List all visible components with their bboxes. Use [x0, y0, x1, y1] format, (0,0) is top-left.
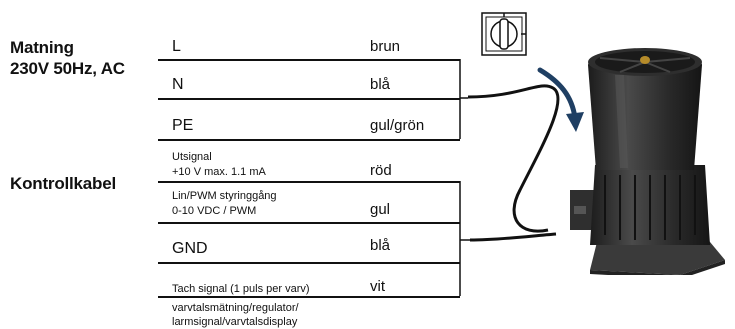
- roof-fan-icon: [570, 48, 725, 275]
- wire-label-out-2: +10 V max. 1.1 mA: [172, 166, 266, 178]
- wire-color-pe: gul/grön: [370, 117, 425, 134]
- wire-label-pwm-2: 0-10 VDC / PWM: [172, 205, 257, 217]
- supply-title-line1: Matning: [10, 38, 74, 57]
- wire-label-out-1: Utsignal: [172, 151, 212, 163]
- supply-cable: [467, 84, 560, 233]
- wire-line-gnd: [158, 262, 460, 264]
- footnote-line2: larmsignal/varvtalsdisplay: [172, 316, 298, 328]
- wire-line-n: [158, 98, 460, 100]
- wire-line-l: [158, 59, 460, 61]
- wire-line-pe: [158, 139, 460, 141]
- rotary-switch-icon: [481, 12, 527, 56]
- wire-color-n: blå: [370, 76, 391, 93]
- wire-line-out: [158, 181, 460, 183]
- wire-label-tach: Tach signal (1 puls per varv): [172, 283, 310, 295]
- control-title: Kontrollkabel: [10, 174, 117, 193]
- wire-color-l: brun: [370, 38, 401, 55]
- supply-title-line2: 230V 50Hz, AC: [10, 59, 125, 78]
- footnote-line1: varvtalsmätning/regulator/: [172, 302, 299, 314]
- wire-line-tach: [158, 296, 460, 298]
- wire-label-pe: PE: [172, 117, 194, 134]
- wire-color-pwm: gul: [370, 201, 391, 218]
- curved-arrow-icon: [537, 67, 584, 132]
- wire-label-gnd: GND: [172, 240, 208, 257]
- wire-color-out: röd: [370, 162, 392, 179]
- control-cable: [469, 232, 557, 242]
- wire-color-tach: vit: [370, 278, 385, 295]
- wire-line-pwm: [158, 222, 460, 224]
- wire-label-l: L: [172, 38, 181, 55]
- wire-label-n: N: [172, 76, 184, 93]
- wire-color-gnd: blå: [370, 237, 391, 254]
- wire-label-pwm-1: Lin/PWM styringgång: [172, 190, 277, 202]
